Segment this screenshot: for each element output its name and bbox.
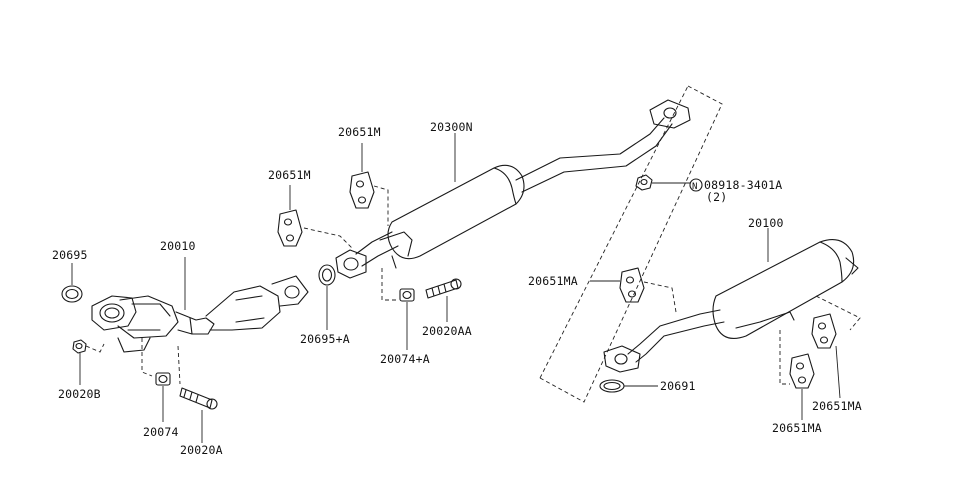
hanger-20651m-left[interactable] [277,209,303,247]
label-20651ma-a: 20651MA [528,274,578,288]
leader-20651ma-b [835,345,841,399]
label-20651ma-b: 20651MA [812,399,862,413]
dash-20651m-top [373,185,389,226]
gasket-20695a[interactable] [318,264,336,286]
label-08918-qty: (2) [706,190,727,204]
stud-20020aa[interactable] [425,278,462,299]
label-20651m-left: 20651M [268,168,311,182]
label-20020a: 20020A [180,443,223,457]
label-nut-symbol: N [692,182,698,192]
label-20100: 20100 [748,216,784,230]
nut-symbol-circle [689,178,703,192]
label-20020aa: 20020AA [422,324,472,338]
hanger-20651ma-a[interactable] [619,267,645,303]
hanger-20651m-top[interactable] [349,171,375,209]
dash-20651ma-c [779,330,790,385]
label-20010: 20010 [160,239,196,253]
gasket-20691[interactable] [599,379,625,393]
nut-20074a[interactable] [399,288,415,302]
front-catalytic-converter-20010[interactable] [91,275,309,353]
dash-20020a [177,345,181,385]
dash-rear-box-edge [539,85,689,379]
label-20300n: 20300N [430,120,473,134]
label-20020b: 20020B [58,387,101,401]
dash-rear-box [539,85,723,403]
center-muffler-20300n[interactable] [335,99,691,279]
gasket-20695[interactable] [61,285,83,303]
dash-20651ma-b [815,295,861,331]
dash-20020b [85,343,105,353]
label-20651ma-c: 20651MA [772,421,822,435]
hanger-20651ma-c[interactable] [789,353,815,389]
nut-20074[interactable] [155,372,171,386]
dash-20074a [381,268,398,301]
dash-20651ma-a [643,281,677,313]
label-20074a: 20074+A [380,352,430,366]
label-20695a: 20695+A [300,332,350,346]
rear-muffler-20100[interactable] [603,239,859,373]
dash-20651m-left [303,227,353,249]
hanger-20651ma-b[interactable] [811,313,837,349]
label-20651m-top: 20651M [338,125,381,139]
stud-20020a[interactable] [179,387,218,410]
label-08918-3401a: 08918-3401A [704,178,782,192]
label-20695: 20695 [52,248,88,262]
nut-08918-3401a[interactable] [635,174,653,191]
nut-20020b[interactable] [72,339,87,354]
label-20074: 20074 [143,425,179,439]
label-20691: 20691 [660,379,696,393]
